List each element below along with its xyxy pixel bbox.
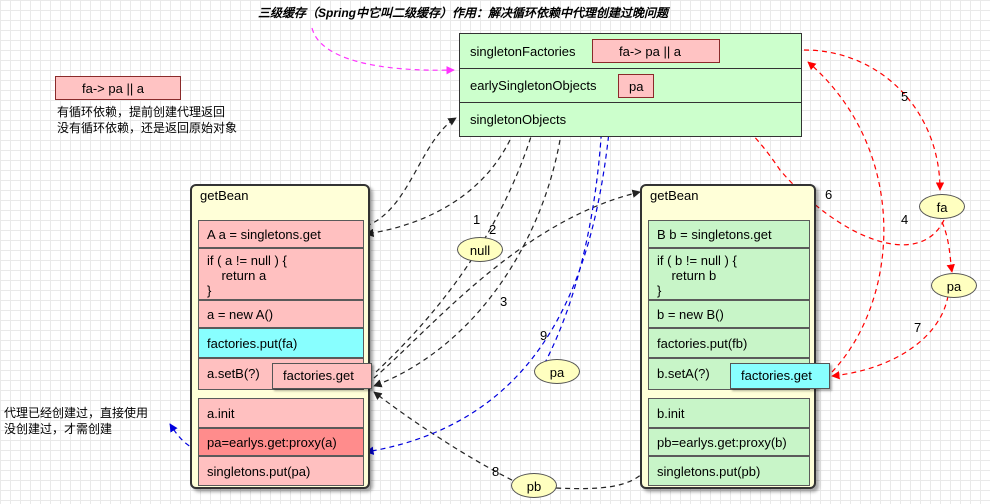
bean-b-row-if: if ( b != null ) { return b }	[648, 248, 810, 300]
ellipse-pa-right: pa	[931, 273, 977, 298]
arrow-step-4	[807, 61, 885, 373]
arrow-step-9	[365, 99, 613, 455]
diagram-title: 三级缓存（Spring中它叫二级缓存）作用：解决循环依赖中代理创建过晚问题	[258, 6, 669, 20]
bean-a-row-new: a = new A()	[198, 300, 364, 328]
step-label-6: 6	[825, 187, 833, 202]
arrow-step-2	[365, 139, 511, 238]
ellipse-pb: pb	[511, 473, 557, 498]
ellipse-fa: fa	[919, 194, 965, 219]
arrow-pb-to-b	[555, 469, 647, 490]
left-note-line1: 代理已经创建过，直接使用	[4, 406, 149, 420]
step-label-2: 2	[489, 222, 497, 237]
arrow-step-1	[365, 117, 457, 227]
bean-a-row-factories-put: factories.put(fa)	[198, 328, 364, 358]
cache-row-singleton-factories: singletonFactories	[460, 34, 801, 69]
bean-b-row-factories-put: factories.put(fb)	[648, 328, 810, 358]
cache-factory-value: fa-> pa || a	[592, 39, 720, 63]
arrow-step-3	[373, 189, 641, 379]
ellipse-pa-mid: pa	[534, 359, 580, 384]
bean-a-row-init: a.init	[198, 398, 364, 428]
bean-b-row-new: b = new B()	[648, 300, 810, 328]
legend-note-line1: 有循环依赖，提前创建代理返回	[57, 105, 226, 119]
bean-a-row-if: if ( a != null ) { return a }	[198, 248, 364, 300]
bean-b-row-singletons-put: singletons.put(pb)	[648, 456, 810, 486]
bean-a-row-singletons-put: singletons.put(pa)	[198, 456, 364, 486]
bean-b-row-proxy: pb=earlys.get:proxy(b)	[648, 428, 810, 456]
ellipse-null: null	[457, 237, 503, 262]
cache-early-value: pa	[618, 74, 654, 98]
arrow-step-5	[803, 49, 945, 191]
cache-row-early-singleton-objects: earlySingletonObjects	[460, 69, 801, 103]
bean-a-row-get: A a = singletons.get	[198, 220, 364, 248]
step-label-4: 4	[901, 212, 909, 227]
arrow-step-8	[373, 391, 521, 485]
arrow-return-a	[373, 139, 561, 388]
bean-b-row-get: B b = singletons.get	[648, 220, 810, 248]
getbean-b-panel: getBean B b = singletons.get if ( b != n…	[640, 184, 816, 489]
arrow-step-7	[831, 295, 949, 380]
step-label-3: 3	[500, 294, 508, 309]
arrow-title-to-cache	[311, 27, 455, 75]
step-label-8: 8	[492, 464, 500, 479]
legend-factory-box: fa-> pa || a	[55, 76, 181, 100]
cache-row-label: earlySingletonObjects	[470, 78, 597, 93]
cache-row-label: singletonFactories	[470, 44, 576, 59]
cache-row-label: singletonObjects	[470, 112, 567, 127]
step-label-5: 5	[901, 89, 909, 104]
arrow-blue-up	[539, 99, 607, 373]
step-label-1: 1	[473, 212, 481, 227]
arrow-fa-to-pa	[941, 221, 955, 273]
getbean-a-header: getBean	[200, 188, 249, 203]
bean-a-factories-get-box: factories.get	[272, 363, 372, 389]
cache-row-singleton-objects: singletonObjects	[460, 103, 801, 137]
bean-b-row-init: b.init	[648, 398, 810, 428]
getbean-a-panel: getBean A a = singletons.get if ( a != n…	[190, 184, 370, 489]
step-label-7: 7	[914, 320, 922, 335]
legend-note-line2: 没有循环依赖，还是返回原始对象	[57, 121, 238, 135]
getbean-b-header: getBean	[650, 188, 699, 203]
step-label-9: 9	[540, 328, 548, 343]
bean-a-row-proxy: pa=earlys.get:proxy(a)	[198, 428, 364, 456]
left-note-line2: 没创建过，才需创建	[4, 422, 113, 436]
bean-b-factories-get-box: factories.get	[730, 363, 830, 389]
